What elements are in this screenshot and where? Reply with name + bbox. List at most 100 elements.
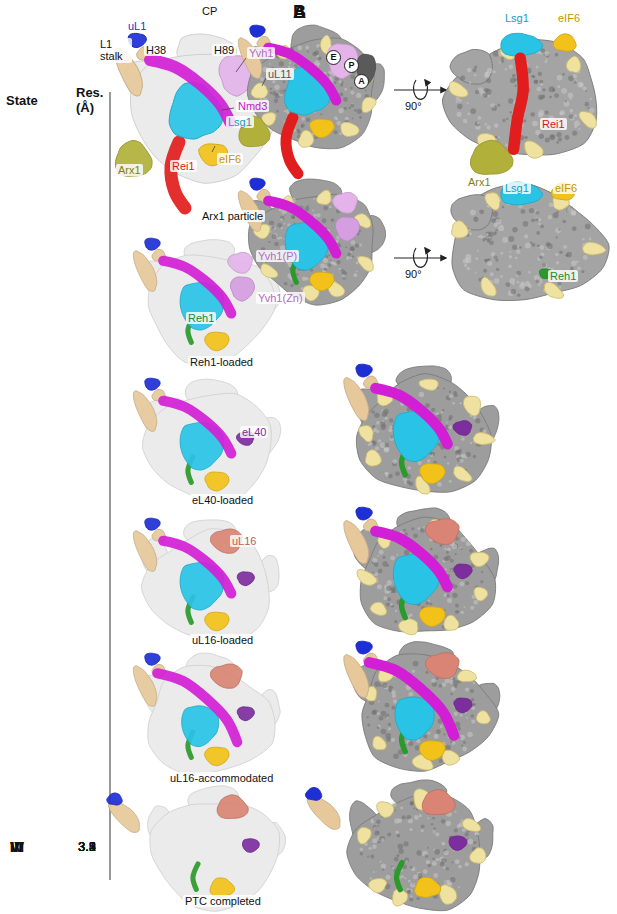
density-texture	[437, 482, 442, 487]
density-texture	[409, 692, 414, 697]
density-texture	[574, 81, 577, 84]
density-texture	[427, 817, 429, 819]
density-texture	[466, 541, 471, 546]
protein-density	[553, 34, 576, 51]
density-texture	[456, 101, 458, 103]
protein-label: uL16	[230, 535, 258, 547]
density-texture	[448, 425, 452, 429]
density-texture	[501, 225, 503, 227]
density-texture	[441, 858, 447, 864]
leader-line	[222, 108, 234, 110]
density-texture	[418, 461, 422, 465]
ribosome-body	[148, 665, 275, 774]
density-texture	[382, 868, 384, 870]
density-texture	[399, 849, 404, 854]
density-texture	[566, 252, 572, 258]
density-texture	[455, 604, 459, 608]
protein-density	[107, 793, 122, 805]
density-texture	[475, 418, 480, 423]
density-texture	[524, 234, 528, 238]
density-texture	[478, 236, 480, 238]
density-texture	[521, 209, 526, 214]
density-texture	[393, 699, 397, 703]
density-texture	[313, 214, 316, 217]
density-texture	[487, 95, 489, 97]
density-texture	[391, 738, 395, 742]
density-texture	[546, 242, 551, 247]
density-texture	[307, 205, 309, 207]
protein-density	[425, 519, 459, 545]
density-texture	[407, 815, 412, 820]
density-texture	[442, 682, 446, 686]
density-texture	[450, 741, 452, 743]
ribosome-body	[450, 49, 493, 84]
density-texture	[450, 693, 453, 696]
protein-label: uL1	[126, 20, 148, 32]
density-texture	[409, 828, 412, 831]
density-texture	[455, 859, 460, 864]
density-texture	[549, 96, 552, 99]
density-texture	[445, 745, 451, 751]
density-texture	[494, 231, 496, 233]
protein-density	[205, 612, 229, 631]
density-texture	[471, 706, 475, 710]
protein-density	[250, 25, 265, 37]
density-texture	[486, 233, 489, 236]
density-texture	[474, 600, 479, 605]
density-texture	[385, 472, 388, 475]
density-texture	[484, 73, 489, 78]
protein-density	[310, 119, 335, 138]
density-texture	[451, 570, 453, 572]
density-texture	[360, 847, 364, 851]
protein-density	[454, 466, 472, 481]
density-texture	[272, 80, 275, 83]
density-texture	[467, 732, 473, 738]
density-texture	[555, 228, 561, 234]
density-texture	[473, 682, 476, 685]
density-texture	[323, 258, 328, 263]
density-texture	[388, 686, 393, 691]
density-texture	[539, 134, 544, 139]
density-texture	[519, 246, 522, 249]
density-texture	[352, 118, 354, 120]
density-texture	[508, 98, 514, 104]
density-texture	[280, 216, 284, 220]
density-texture	[572, 226, 577, 231]
density-texture	[466, 452, 471, 457]
surface-view	[451, 182, 609, 300]
density-texture	[431, 823, 433, 825]
density-texture	[561, 88, 567, 94]
density-texture	[395, 610, 397, 612]
density-texture	[302, 277, 306, 281]
protein-label: Yvh1(Zn)	[256, 292, 305, 304]
ribosome-body	[148, 255, 275, 366]
density-texture	[512, 245, 517, 250]
density-texture	[554, 93, 559, 98]
protein-density	[250, 178, 265, 190]
density-texture	[536, 211, 540, 215]
ribosome-body	[142, 529, 270, 642]
protein-density	[251, 83, 268, 98]
density-texture	[559, 251, 562, 254]
density-texture	[325, 255, 328, 258]
density-texture	[466, 257, 472, 263]
density-texture	[395, 830, 399, 834]
protein-density	[115, 140, 152, 176]
rotation-arrow	[394, 248, 446, 267]
density-texture	[339, 92, 343, 96]
density-texture	[374, 827, 376, 829]
protein-density	[286, 118, 298, 174]
density-texture	[444, 456, 447, 459]
density-texture	[403, 529, 406, 532]
density-texture	[556, 236, 558, 238]
density-texture	[312, 209, 314, 211]
density-texture	[495, 229, 497, 231]
density-texture	[450, 559, 454, 563]
density-texture	[486, 125, 490, 129]
density-texture	[556, 261, 560, 265]
protein-density	[419, 379, 438, 390]
density-texture	[413, 875, 418, 880]
site-label: A	[354, 74, 369, 89]
density-texture	[452, 544, 457, 549]
density-texture	[274, 242, 279, 247]
